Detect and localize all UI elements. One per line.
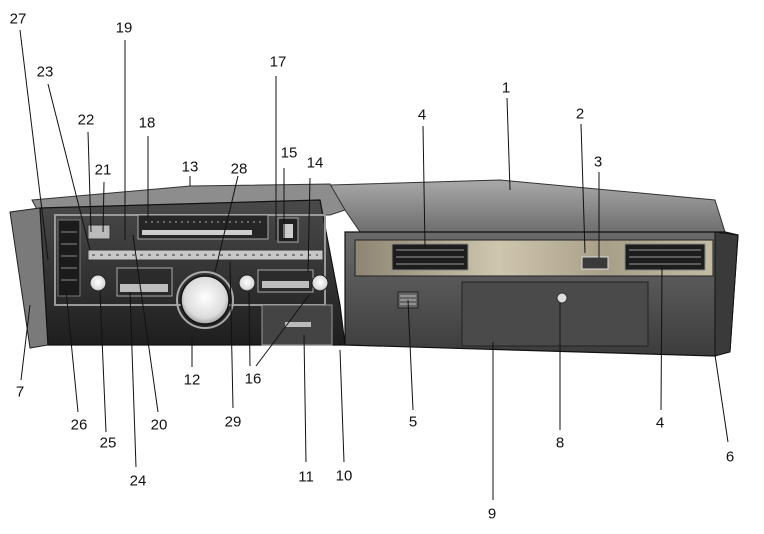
right-end-cap bbox=[714, 231, 739, 357]
callout-4-upper: 4 bbox=[417, 106, 427, 124]
callout-24: 24 bbox=[129, 472, 147, 490]
callout-18: 18 bbox=[138, 114, 156, 132]
callout-12: 12 bbox=[183, 371, 201, 389]
callout-27: 27 bbox=[9, 10, 27, 28]
callout-21: 21 bbox=[94, 161, 112, 179]
right-gauge-inner bbox=[283, 224, 293, 238]
right-air-vent bbox=[624, 243, 706, 271]
steering-column-ring bbox=[176, 271, 234, 329]
callout-17: 17 bbox=[269, 53, 287, 71]
callout-28: 28 bbox=[230, 160, 248, 178]
callout-5: 5 bbox=[408, 413, 418, 431]
dash-top-pad bbox=[329, 179, 726, 233]
callout-9: 9 bbox=[487, 505, 497, 523]
climate-control-buttons bbox=[262, 281, 309, 288]
callout-6: 6 bbox=[725, 448, 735, 466]
callout-2: 2 bbox=[575, 105, 585, 123]
callout-7: 7 bbox=[15, 383, 25, 401]
left-air-vent bbox=[57, 219, 81, 297]
callout-29: 29 bbox=[224, 413, 242, 431]
callout-14: 14 bbox=[306, 154, 324, 172]
center-air-vent bbox=[391, 243, 469, 271]
left-gauge bbox=[87, 224, 111, 240]
glove-box-door bbox=[461, 281, 649, 347]
callout-11: 11 bbox=[298, 468, 314, 486]
callout-8: 8 bbox=[555, 434, 565, 452]
glove-box-latch bbox=[556, 292, 568, 304]
callout-1: 1 bbox=[501, 79, 511, 97]
climate-knob-right bbox=[311, 274, 329, 292]
callout-23: 23 bbox=[36, 63, 54, 81]
leader-lines bbox=[19, 29, 729, 500]
callout-25: 25 bbox=[99, 434, 117, 452]
callout-13: 13 bbox=[181, 158, 199, 176]
callout-20: 20 bbox=[150, 416, 168, 434]
callout-19: 19 bbox=[115, 19, 133, 37]
callout-26: 26 bbox=[70, 416, 88, 434]
callout-3: 3 bbox=[593, 153, 603, 171]
left-knob bbox=[89, 274, 107, 292]
ashtray-handle bbox=[285, 322, 311, 327]
speedometer-strip bbox=[137, 214, 269, 240]
callout-15: 15 bbox=[280, 144, 298, 162]
nameplate-badge bbox=[581, 256, 609, 270]
callout-16: 16 bbox=[244, 370, 262, 388]
callout-4-lower: 4 bbox=[655, 414, 665, 432]
callout-22: 22 bbox=[77, 111, 95, 129]
steering-column-hub bbox=[180, 275, 230, 325]
callout-10: 10 bbox=[335, 467, 353, 485]
climate-knob-left bbox=[238, 274, 256, 292]
radio-buttons bbox=[120, 284, 168, 292]
